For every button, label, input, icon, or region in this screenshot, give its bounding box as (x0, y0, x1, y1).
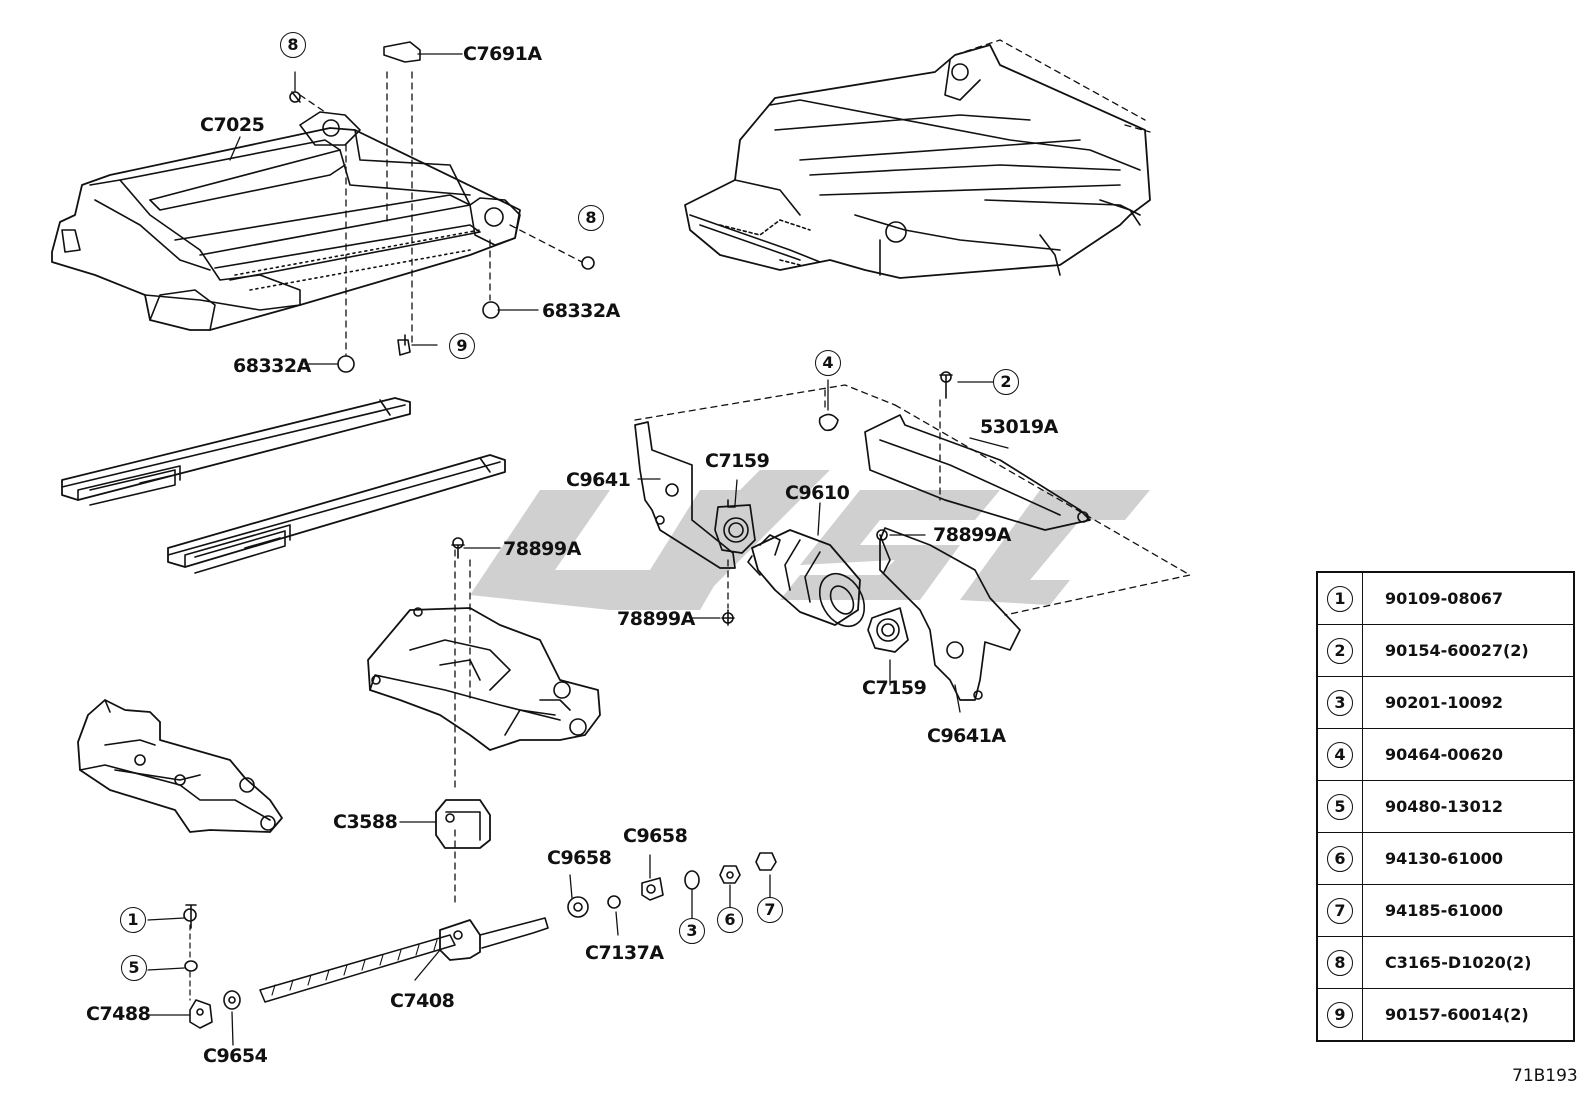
callout-6: 6 (717, 907, 743, 933)
parts-table-key-cell: 2 (1316, 624, 1363, 677)
parts-table-key-cell: 9 (1316, 988, 1363, 1042)
leader-lines-frame (299, 71, 583, 356)
motor-bracket-right (879, 527, 1021, 701)
parts-table-key: 6 (1327, 845, 1353, 872)
parts-table-key-cell: 1 (1316, 571, 1363, 625)
parts-table-part-number: 94185-61000 (1362, 884, 1575, 937)
parts-table-row: 1 90109-08067 (1316, 571, 1575, 625)
parts-table-row: 2 90154-60027(2) (1316, 624, 1575, 677)
parts-table-key-cell: 5 (1316, 780, 1363, 833)
label-78899a-left: 78899A (503, 538, 581, 560)
parts-table-key: 8 (1327, 949, 1353, 976)
label-c7488: C7488 (86, 1003, 151, 1025)
parts-table-key-cell: 7 (1316, 884, 1363, 937)
label-c9641: C9641 (566, 469, 631, 491)
screw-shaft-c7408 (259, 917, 549, 1003)
label-53019a: 53019A (980, 416, 1058, 438)
parts-table-row: 5 90480-13012 (1316, 780, 1575, 833)
callout-5: 5 (121, 955, 147, 981)
seat-assembly-right-drawing (684, 44, 1151, 279)
parts-table-part-number: 94130-61000 (1362, 832, 1575, 885)
parts-table-key: 2 (1327, 637, 1353, 664)
bracket-53019A (864, 414, 1091, 531)
parts-table-part-number: 90154-60027(2) (1362, 624, 1575, 677)
parts-table-key-cell: 8 (1316, 936, 1363, 989)
lower-bracket-drawing (77, 699, 283, 833)
label-c9654: C9654 (203, 1045, 268, 1067)
parts-table-row: 9 90157-60014(2) (1316, 988, 1575, 1042)
small-hardware-parts (183, 852, 777, 1029)
motor-fasteners (451, 371, 953, 626)
label-c7159-top: C7159 (705, 450, 770, 472)
watermark-logo (470, 470, 1150, 610)
parts-table-row: 7 94185-61000 (1316, 884, 1575, 937)
parts-table-part-number: 90480-13012 (1362, 780, 1575, 833)
grommet-c7159-top (714, 499, 756, 554)
motor-leaders (463, 379, 1009, 713)
label-c7691a: C7691A (463, 43, 542, 65)
parts-table-key-cell: 3 (1316, 676, 1363, 729)
label-c9610: C9610 (785, 482, 850, 504)
parts-table-key: 9 (1327, 1001, 1353, 1028)
slide-rail-lower (167, 454, 506, 574)
callout-1: 1 (120, 907, 146, 933)
slide-rail-upper (61, 397, 411, 506)
grommet-c7159-bot (867, 607, 909, 653)
label-78899a-right: 78899A (933, 524, 1011, 546)
callout-8-right: 8 (578, 205, 604, 231)
frame-solid-leaders (229, 53, 539, 365)
parts-table-key: 3 (1327, 689, 1353, 716)
label-c9658-a: C9658 (547, 847, 612, 869)
label-c7159-bot: C7159 (862, 677, 927, 699)
parts-table-part-number: 90157-60014(2) (1362, 988, 1575, 1042)
motor-bracket-left (634, 421, 736, 569)
parts-table-key: 7 (1327, 897, 1353, 924)
label-68332a-right: 68332A (542, 300, 620, 322)
label-c7025: C7025 (200, 114, 265, 136)
seat-frame-left-drawing (51, 111, 521, 331)
callout-8-top: 8 (280, 32, 306, 58)
parts-table-part-number: 90109-08067 (1362, 571, 1575, 625)
figure-code: 71B193 (1512, 1066, 1578, 1086)
assembly-dashed-outline (954, 39, 1151, 133)
parts-table-row: 6 94130-61000 (1316, 832, 1575, 885)
label-c9658-b: C9658 (623, 825, 688, 847)
parts-table-key: 1 (1327, 585, 1353, 612)
parts-table-part-number: 90464-00620 (1362, 728, 1575, 781)
parts-table-row: 4 90464-00620 (1316, 728, 1575, 781)
parts-table-part-number: C3165-D1020(2) (1362, 936, 1575, 989)
parts-table-row: 3 90201-10092 (1316, 676, 1575, 729)
callout-4: 4 (815, 350, 841, 376)
callout-9: 9 (449, 333, 475, 359)
parts-table-key-cell: 6 (1316, 832, 1363, 885)
parts-table-key: 5 (1327, 793, 1353, 820)
label-c3588: C3588 (333, 811, 398, 833)
parts-table-key: 4 (1327, 741, 1353, 768)
parts-table-key-cell: 4 (1316, 728, 1363, 781)
frame-hardware (289, 41, 595, 373)
label-c7137a: C7137A (585, 942, 664, 964)
motor-brackets-dashed (454, 384, 1191, 906)
motor-c9610 (747, 529, 866, 628)
callout-2: 2 (993, 369, 1019, 395)
parts-table-part-number: 90201-10092 (1362, 676, 1575, 729)
screw-leaders (147, 821, 771, 1046)
label-c9641a: C9641A (927, 725, 1006, 747)
callout-3: 3 (679, 918, 705, 944)
gearbox-bracket-drawing (367, 607, 601, 751)
gear-housing-c3588 (435, 799, 491, 849)
label-c7408: C7408 (390, 990, 455, 1012)
parts-table-row: 8 C3165-D1020(2) (1316, 936, 1575, 989)
label-68332a-left: 68332A (233, 355, 311, 377)
callout-7: 7 (757, 897, 783, 923)
label-78899a-low: 78899A (617, 608, 695, 630)
